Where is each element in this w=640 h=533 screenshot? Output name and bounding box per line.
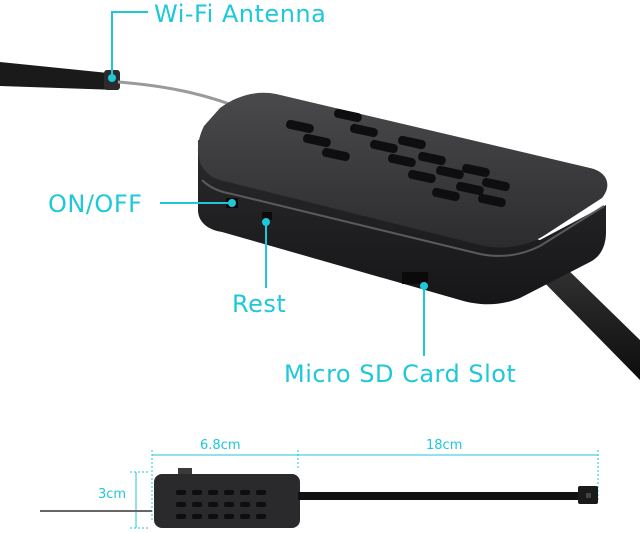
module-width-label: 6.8cm <box>200 438 241 453</box>
vent-slots <box>286 108 510 208</box>
reset-label: Rest <box>232 290 287 318</box>
antenna-label: Wi-Fi Antenna <box>154 0 327 28</box>
ribbon-cable <box>530 262 640 380</box>
device-top <box>197 92 608 248</box>
dimension-diagram <box>40 450 599 529</box>
sd-slot-label: Micro SD Card Slot <box>284 360 517 388</box>
sd-slot <box>402 272 428 284</box>
device-edge <box>201 179 605 257</box>
power-label: ON/OFF <box>48 190 143 218</box>
cable-length-label: 18cm <box>426 438 463 453</box>
reset-button <box>262 212 272 220</box>
callout-lines <box>108 11 428 356</box>
module-height-label: 3cm <box>98 487 127 502</box>
antenna-stub <box>0 62 118 90</box>
